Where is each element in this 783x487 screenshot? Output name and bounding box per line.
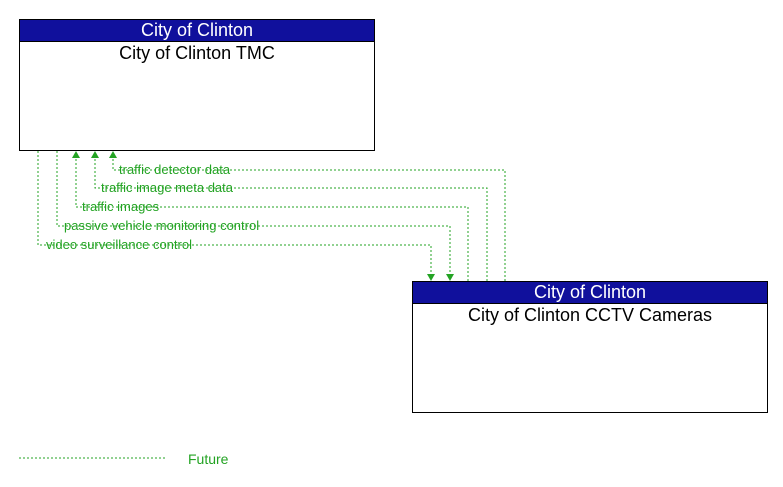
flow-label-traffic-image-meta-data: traffic image meta data <box>101 180 234 195</box>
flow-line-traffic-image-meta-data[interactable] <box>94 152 488 281</box>
flow-line-video-surveillance-control[interactable] <box>37 151 432 280</box>
flow-line-traffic-images[interactable] <box>75 152 469 281</box>
flow-label-passive-vehicle-monitoring-control: passive vehicle monitoring control <box>64 218 259 233</box>
node-city-of-clinton-tmc[interactable]: City of Clinton City of Clinton TMC <box>19 19 375 151</box>
arrowhead-up-icon <box>109 151 117 158</box>
arrowhead-down-icon <box>446 274 454 281</box>
arrowhead-down-icon <box>427 274 435 281</box>
node-city-of-clinton-cctv-cameras[interactable]: City of Clinton City of Clinton CCTV Cam… <box>412 281 768 413</box>
flow-label-traffic-detector-data: traffic detector data <box>119 162 231 177</box>
legend-future-label: Future <box>188 451 229 467</box>
node-title: City of Clinton TMC <box>119 43 275 63</box>
node-owner-header: City of Clinton <box>413 282 767 304</box>
flow-label-video-surveillance-control: video surveillance control <box>46 237 192 252</box>
node-title: City of Clinton CCTV Cameras <box>467 305 713 325</box>
flow-line-traffic-detector-data[interactable] <box>112 152 506 281</box>
flow-label-traffic-images: traffic images <box>82 199 160 214</box>
node-owner-header: City of Clinton <box>20 20 374 42</box>
flow-line-passive-vehicle-monitoring-control[interactable] <box>56 151 451 280</box>
arrowhead-up-icon <box>91 151 99 158</box>
arrowhead-up-icon <box>72 151 80 158</box>
